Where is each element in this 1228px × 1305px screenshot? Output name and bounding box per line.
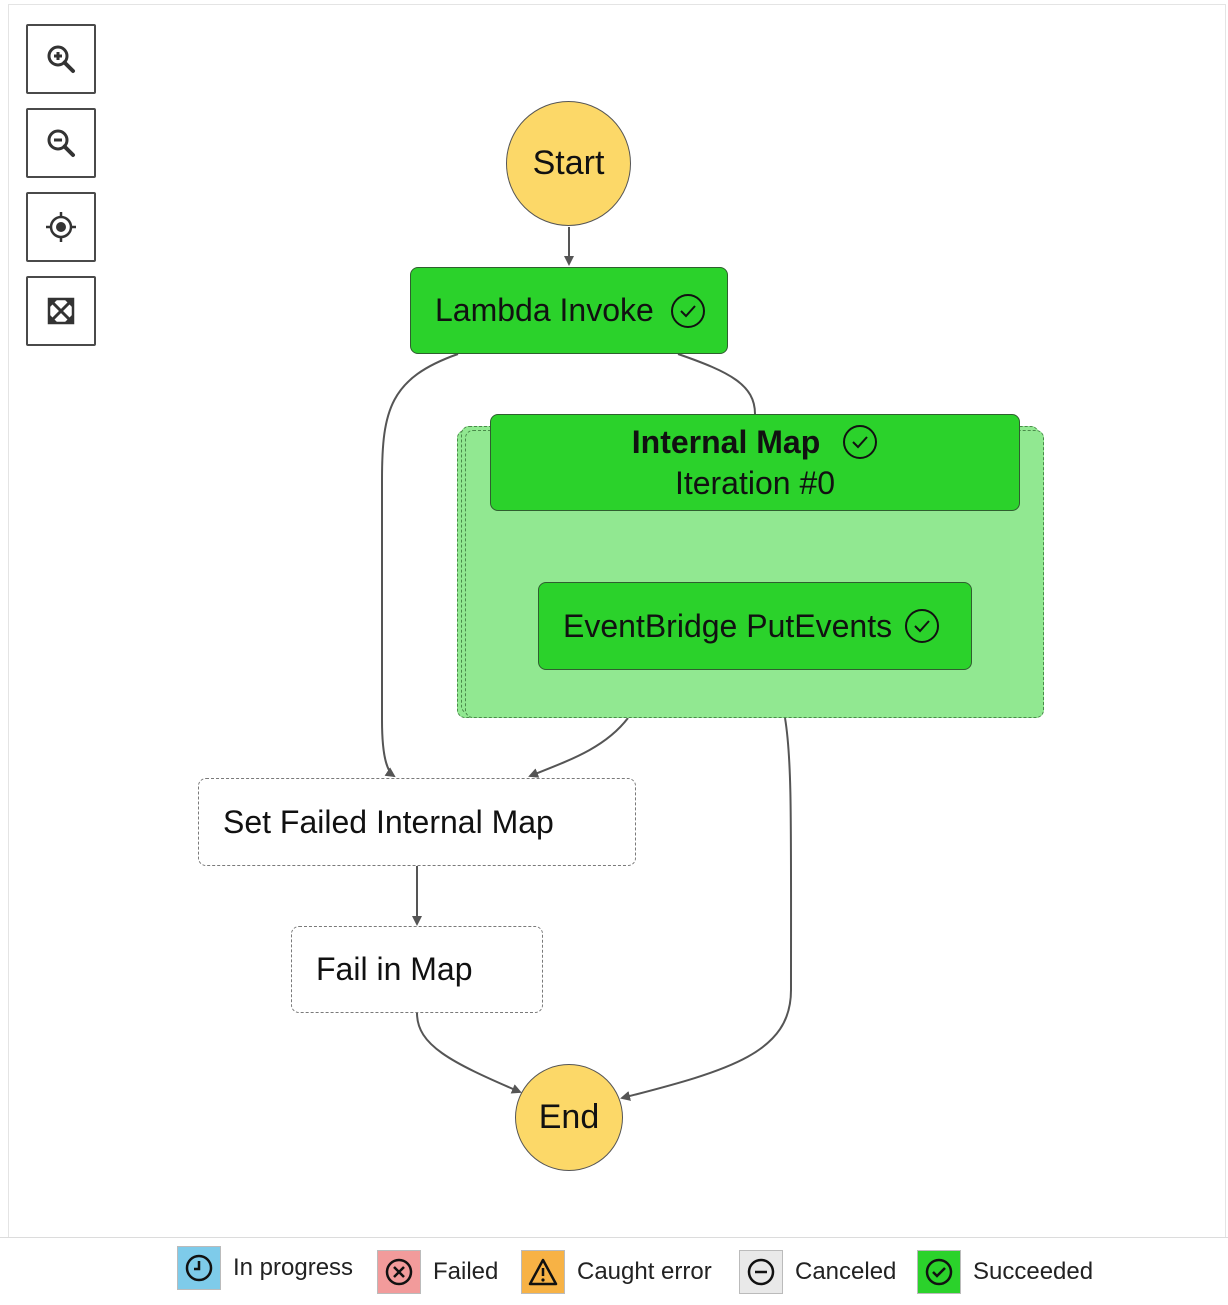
start-node[interactable]: Start bbox=[506, 101, 631, 226]
legend-label: In progress bbox=[233, 1254, 354, 1281]
eventbridge-putevents-node[interactable]: EventBridge PutEvents bbox=[538, 582, 972, 670]
end-node[interactable]: End bbox=[515, 1064, 623, 1171]
crosshair-icon bbox=[46, 212, 76, 242]
legend-succeeded: Succeeded bbox=[917, 1250, 1093, 1294]
internal-map-node[interactable]: Internal Map Iteration #0 bbox=[490, 414, 1020, 511]
check-circle-icon bbox=[917, 1250, 961, 1294]
legend-caught-error: Caught error bbox=[521, 1250, 712, 1294]
lambda-invoke-label: Lambda Invoke bbox=[435, 292, 654, 328]
end-label: End bbox=[538, 1098, 600, 1136]
center-button[interactable] bbox=[26, 192, 96, 262]
zoom-out-button[interactable] bbox=[26, 108, 96, 178]
iteration-label: Iteration #0 bbox=[674, 464, 836, 501]
warning-icon bbox=[521, 1250, 565, 1294]
clock-icon bbox=[177, 1246, 221, 1290]
legend-label: Caught error bbox=[577, 1258, 712, 1285]
zoom-out-icon bbox=[47, 129, 75, 157]
edge-lambda-setfailed bbox=[381, 353, 459, 778]
edge-map-setfailed bbox=[528, 717, 629, 778]
legend-in-progress: In progress bbox=[177, 1246, 353, 1290]
check-circle-icon bbox=[670, 293, 706, 329]
set-failed-label: Set Failed Internal Map bbox=[223, 803, 554, 840]
start-label: Start bbox=[532, 144, 605, 182]
check-circle-icon bbox=[904, 608, 940, 644]
edge-map-end bbox=[620, 717, 793, 1101]
x-circle-icon bbox=[377, 1250, 421, 1294]
zoom-in-icon bbox=[47, 45, 75, 73]
graph-panel bbox=[8, 4, 1226, 1303]
lambda-invoke-node[interactable]: Lambda Invoke bbox=[410, 267, 728, 354]
edge-fail-end bbox=[416, 1012, 522, 1094]
eventbridge-label: EventBridge PutEvents bbox=[563, 607, 893, 644]
fail-in-map-node[interactable]: Fail in Map bbox=[291, 926, 543, 1013]
legend-label: Failed bbox=[433, 1258, 499, 1285]
legend-label: Canceled bbox=[795, 1258, 897, 1285]
status-legend: In progress Failed Caught error Canceled… bbox=[0, 1237, 1228, 1305]
fail-in-map-label: Fail in Map bbox=[316, 951, 473, 987]
zoom-in-button[interactable] bbox=[26, 24, 96, 94]
graph-canvas[interactable]: Start Lambda Invoke Internal Map Iterati… bbox=[0, 0, 1228, 1236]
legend-failed: Failed bbox=[377, 1250, 498, 1294]
fit-view-icon bbox=[47, 297, 75, 325]
edge-lambda-map bbox=[677, 353, 756, 415]
legend-canceled: Canceled bbox=[739, 1250, 896, 1294]
internal-map-label: Internal Map bbox=[631, 423, 821, 460]
check-circle-icon bbox=[842, 424, 878, 460]
minus-circle-icon bbox=[739, 1250, 783, 1294]
legend-label: Succeeded bbox=[973, 1258, 1094, 1285]
fit-view-button[interactable] bbox=[26, 276, 96, 346]
set-failed-internal-map-node[interactable]: Set Failed Internal Map bbox=[198, 778, 636, 866]
